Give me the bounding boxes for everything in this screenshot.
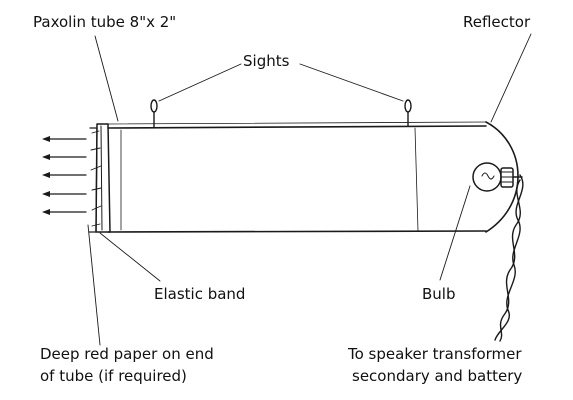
right-sight: [404, 99, 412, 127]
leader-lines: [87, 33, 532, 346]
tube-label: Paxolin tube 8"x 2": [33, 13, 177, 31]
bulb-label: Bulb: [422, 285, 456, 303]
cable-label-line1: To speaker transformer: [348, 345, 522, 363]
red-paper-label-line2: of tube (if required): [40, 367, 187, 385]
front-cap: [88, 123, 111, 233]
elastic-band-label: Elastic band: [154, 285, 246, 303]
reflector-end: [485, 121, 519, 233]
left-sight: [150, 99, 158, 128]
bulb-icon: [472, 162, 523, 192]
sights-label: Sights: [243, 52, 290, 70]
reflector-label: Reflector: [463, 13, 531, 31]
cable-label-line2: secondary and battery: [352, 367, 523, 385]
red-paper-label-line1: Deep red paper on end: [40, 345, 214, 363]
light-rays: [42, 136, 87, 215]
twisted-cable: [494, 174, 524, 342]
paxolin-tube: [107, 121, 487, 233]
